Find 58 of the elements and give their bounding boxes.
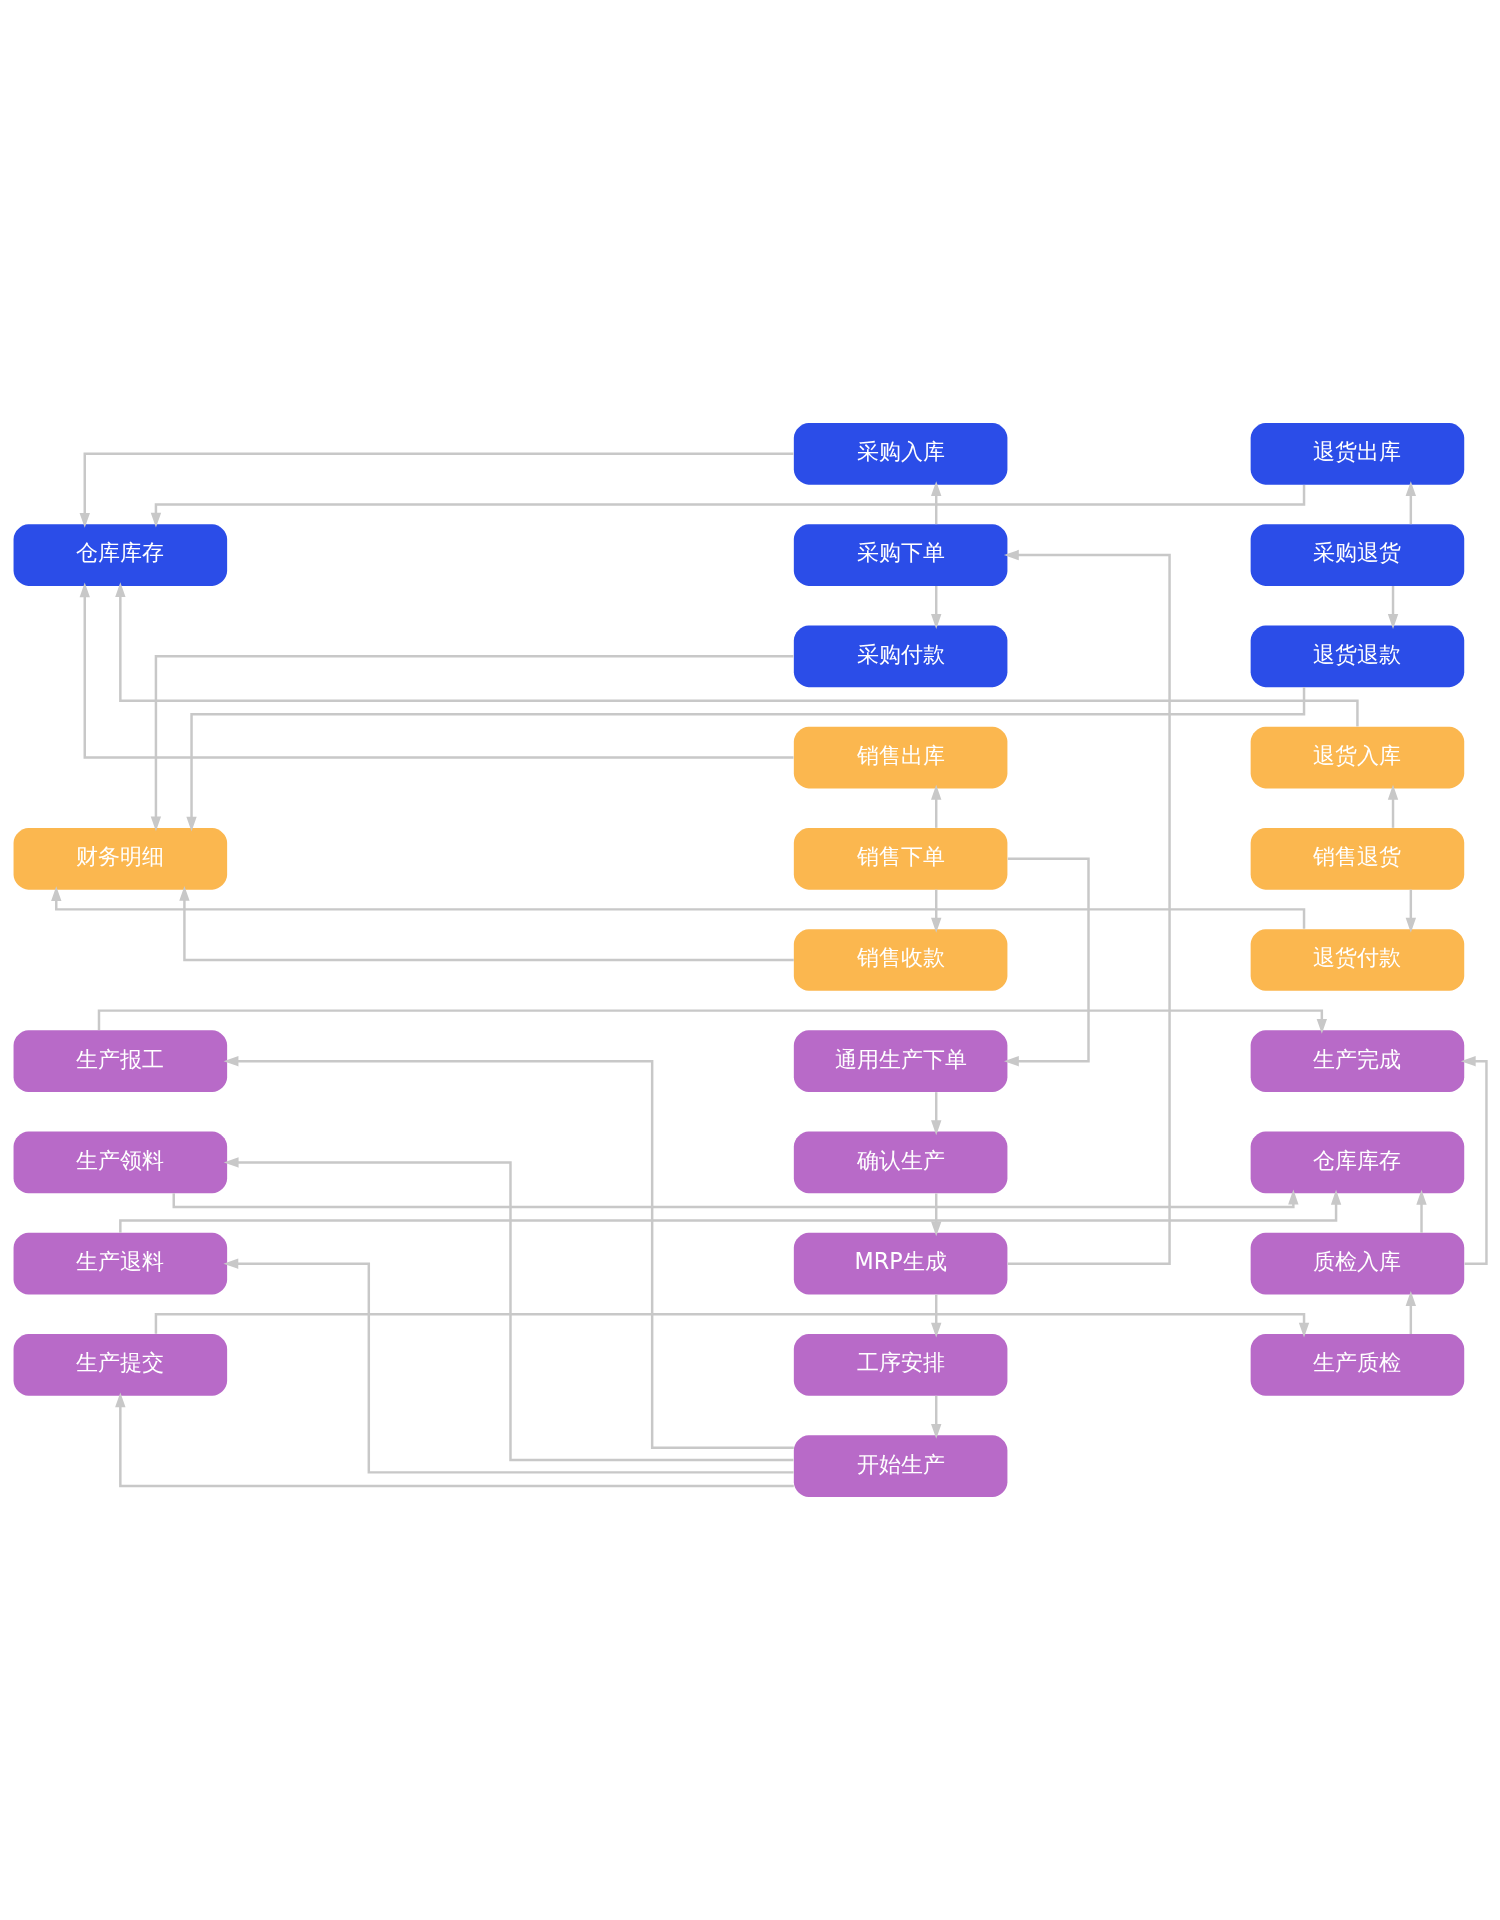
node-box: 退货退款 bbox=[1250, 625, 1465, 688]
arrow bbox=[1387, 784, 1399, 828]
arrow bbox=[150, 485, 1306, 528]
node-box: 生产质检 bbox=[1250, 1334, 1465, 1396]
arrow bbox=[179, 885, 794, 962]
node-box: MRP生成 bbox=[793, 1232, 1008, 1295]
node-box: 确认生产 bbox=[793, 1131, 1008, 1194]
node-box: 退货入库 bbox=[1250, 726, 1465, 789]
node-box: 销售退货 bbox=[1250, 827, 1465, 890]
node-box: 退货出库 bbox=[1250, 422, 1465, 485]
arrow bbox=[1405, 481, 1417, 525]
arrow bbox=[223, 1056, 794, 1449]
node-box: 通用生产下单 bbox=[793, 1030, 1008, 1093]
arrow bbox=[931, 784, 942, 828]
node-box: 采购入库 bbox=[793, 422, 1008, 485]
arrow bbox=[931, 585, 942, 629]
arrow bbox=[97, 1009, 1328, 1034]
arrow bbox=[79, 582, 794, 759]
arrow bbox=[1416, 1189, 1427, 1233]
node-box: 销售收款 bbox=[793, 929, 1008, 991]
node-box: 生产退料 bbox=[13, 1232, 228, 1295]
node-box: 生产领料 bbox=[13, 1131, 228, 1194]
arrow bbox=[931, 1193, 942, 1237]
arrow bbox=[1387, 585, 1399, 629]
arrow bbox=[223, 1258, 794, 1474]
node-box: 工序安排 bbox=[793, 1334, 1008, 1396]
node-box: 销售下单 bbox=[793, 827, 1008, 890]
arrow bbox=[1405, 1291, 1417, 1335]
arrow bbox=[172, 1189, 1299, 1209]
arrow bbox=[931, 1092, 942, 1136]
node-box: 采购退货 bbox=[1250, 524, 1465, 586]
arrow bbox=[931, 889, 942, 933]
arrow bbox=[119, 1189, 1342, 1233]
node-box: 仓库库存 bbox=[1250, 1131, 1465, 1194]
arrow bbox=[931, 481, 942, 525]
arrow bbox=[79, 452, 794, 528]
arrow bbox=[186, 687, 1306, 832]
arrow bbox=[931, 1395, 942, 1439]
arrow bbox=[1405, 889, 1417, 933]
node-box: 生产完成 bbox=[1250, 1030, 1465, 1093]
arrow bbox=[115, 1392, 794, 1488]
node-box: 生产提交 bbox=[13, 1334, 228, 1396]
node-box: 采购付款 bbox=[793, 625, 1008, 688]
arrow bbox=[150, 655, 794, 832]
node-box: 开始生产 bbox=[793, 1435, 1008, 1498]
arrow bbox=[223, 1157, 794, 1462]
node-box: 销售出库 bbox=[793, 726, 1008, 789]
node-box: 退货付款 bbox=[1250, 929, 1465, 991]
arrow bbox=[154, 1313, 1310, 1338]
arrow bbox=[931, 1294, 942, 1338]
node-box: 财务明细 bbox=[13, 827, 228, 890]
arrow bbox=[1004, 857, 1090, 1067]
node-box: 质检入库 bbox=[1250, 1232, 1465, 1295]
node-box: 生产报工 bbox=[13, 1030, 228, 1093]
arrow bbox=[51, 886, 1306, 929]
arrow bbox=[1003, 549, 1171, 1265]
node-box: 仓库库存 bbox=[13, 524, 228, 586]
node-box: 采购下单 bbox=[793, 524, 1008, 586]
